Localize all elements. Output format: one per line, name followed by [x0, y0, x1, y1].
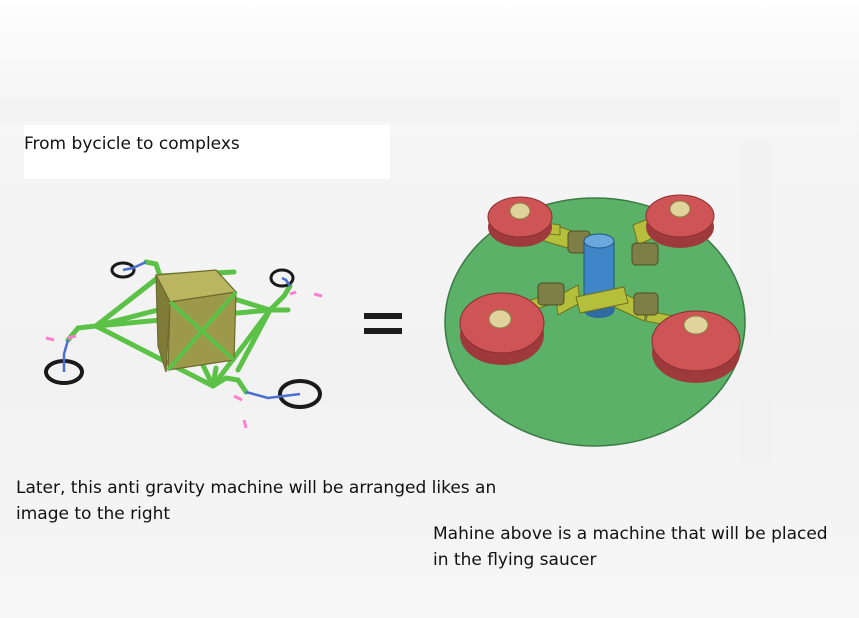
- flywheel-top-left: [487, 196, 553, 247]
- right-caption-line: in the flying saucer: [433, 550, 597, 570]
- scan-shadow: [0, 100, 840, 122]
- anti-gravity-disk-machine: [444, 194, 746, 447]
- bicycle-wheels: [44, 261, 322, 409]
- red-flywheels: [459, 194, 741, 383]
- scan-shadow: [740, 140, 772, 470]
- bicycle-forks: [62, 260, 301, 400]
- right-caption-line: Mahine above is a machine that will be p…: [433, 524, 828, 544]
- bicycle-frame-machine: [44, 259, 323, 429]
- center-hub: [575, 286, 629, 314]
- left-caption-line: Later, this anti gravity machine will be…: [16, 478, 497, 498]
- flywheel-bottom-right: [651, 310, 741, 383]
- flywheel-bottom-left: [459, 292, 545, 365]
- flywheel-top-right: [645, 194, 715, 248]
- title-box: [24, 125, 390, 179]
- right-caption: Mahine above is a machine that will be p…: [433, 521, 828, 573]
- olive-cargo-box: [155, 269, 238, 373]
- handlebar-grips: [45, 290, 323, 429]
- left-caption-line: image to the right: [16, 504, 171, 524]
- equals-sign: [364, 313, 402, 336]
- green-base-disk: [444, 197, 746, 447]
- left-caption: Later, this anti gravity machine will be…: [16, 475, 496, 527]
- diagram-title: From bycicle to complexs: [24, 134, 240, 154]
